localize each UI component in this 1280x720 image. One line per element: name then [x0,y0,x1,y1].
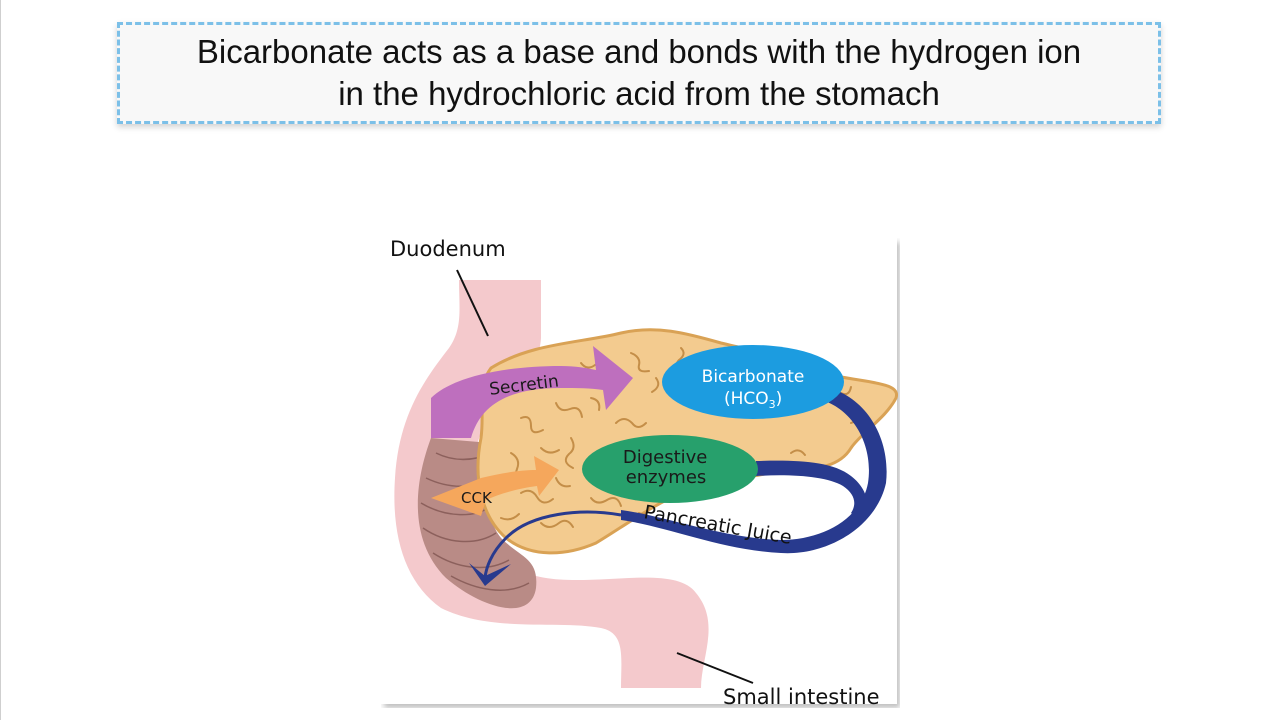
small-intestine-leader-line [676,652,754,684]
secretin-arrow [431,346,633,438]
duodenum-label: Duodenum [390,238,506,261]
bicarbonate-subscript: 3 [769,398,776,411]
pancreatic-juice-duct [483,510,622,579]
bicarbonate-close: ) [776,389,783,409]
duodenum-leader-line [456,269,489,337]
cck-arrow [431,456,559,516]
digestive-line-1: Digestive [623,447,708,468]
pancreas-diagram: Duodenum Small intestine Secretin CCK Bi… [381,238,900,708]
caption-line-2: in the hydrochloric acid from the stomac… [338,75,940,112]
caption-line-1: Bicarbonate acts as a base and bonds wit… [196,33,1082,70]
digestive-label: Digestive enzymes [623,447,713,488]
digestive-line-2: enzymes [626,467,707,488]
caption-box: Bicarbonate acts as a base and bonds wit… [117,22,1161,124]
bicarbonate-label: Bicarbonate [702,367,805,387]
duct-enzymes [756,460,867,520]
bicarbonate-ellipse [662,345,844,419]
bicarbonate-line-1: Bicarbonate [702,367,805,387]
cck-label: CCK [461,489,493,507]
caption-text: Bicarbonate acts as a base and bonds wit… [134,31,1144,115]
small-intestine-label: Small intestine [723,685,880,708]
digestive-enzymes-ellipse [582,435,758,503]
bicarbonate-hco: (HCO [724,389,769,409]
diagram-svg: Duodenum Small intestine Secretin CCK Bi… [381,238,898,708]
left-edge-line [0,0,1,720]
duodenum-folds [417,438,537,609]
bicarbonate-formula: (HCO3) [724,389,782,411]
duct-arrowhead [469,563,511,586]
